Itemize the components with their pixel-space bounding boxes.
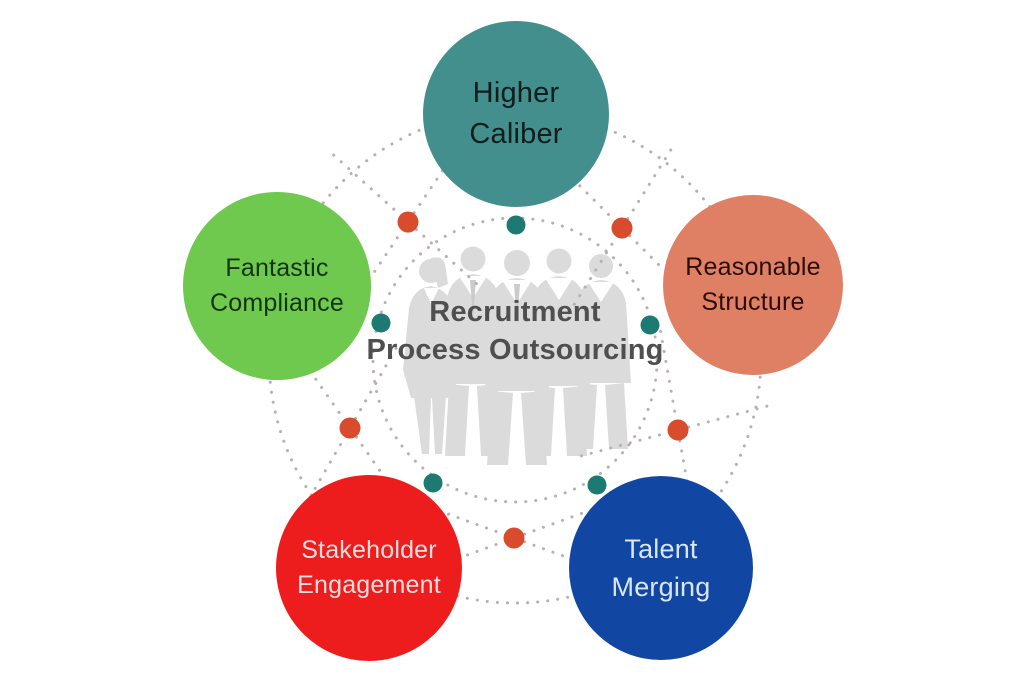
diagram-center-title: Recruitment Process Outsourcing [312,293,718,369]
orange-accent-dot [397,211,419,233]
orange-accent-dot [667,419,689,441]
node-label-line2: Structure [701,288,805,316]
orange-accent-dot [503,527,525,549]
node-label-line1: Talent [624,533,698,564]
node-stakeholder-engagement: Stakeholder Engagement [276,475,462,661]
center-title-line2: Process Outsourcing [366,334,664,366]
node-label-line2: Engagement [297,571,441,599]
business-people-silhouette [403,246,631,465]
node-label-line1: Stakeholder [301,535,437,564]
teal-accent-dot [423,473,443,493]
teal-accent-dot [640,315,660,335]
node-label-line1: Fantastic [225,253,329,282]
dotted-orbit-network [267,109,777,605]
node-label-line2: Compliance [209,289,344,317]
orange-accent-dot [611,217,633,239]
node-label-line1: Higher [472,76,560,109]
node-label-line2: Merging [611,572,711,602]
node-fantastic-compliance: Fantastic Compliance [183,192,371,380]
node-label-line1: Reasonable [685,252,821,281]
teal-accent-dot [371,313,391,333]
orange-accent-dot [339,417,361,439]
teal-accent-dot [506,215,526,235]
node-talent-merging: Talent Merging [569,476,753,660]
node-label-line2: Caliber [469,118,563,150]
node-higher-caliber: Higher Caliber [423,21,609,207]
center-title-line1: Recruitment [429,296,601,328]
teal-accent-dot [587,475,607,495]
node-reasonable-structure: Reasonable Structure [663,195,843,375]
